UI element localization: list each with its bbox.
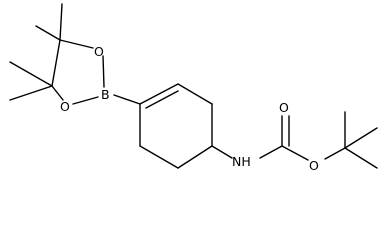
atom-o-ring-bottom: O	[60, 99, 70, 114]
molecule-structure: O O B NH O O	[9, 3, 378, 173]
bond-o2-c2	[51, 85, 64, 101]
bond-c10-me7	[344, 147, 378, 169]
bond-c1-o1	[59, 39, 94, 49]
bond-c1-c2	[51, 39, 61, 87]
bond-b-c3	[113, 94, 141, 105]
bond-c9-o-ester	[281, 145, 309, 161]
atom-o-carbonyl: O	[279, 100, 289, 115]
bond-c1-me2	[35, 25, 61, 41]
bond-b-o2	[72, 96, 99, 105]
pinacol-ring	[9, 3, 105, 105]
bond-c10-me6	[344, 127, 378, 149]
structure-canvas: O O B NH O O	[9, 3, 378, 173]
atom-boron: B	[101, 87, 110, 102]
bond-c3-c4	[139, 83, 179, 105]
bond-c4-c5	[177, 83, 213, 105]
bond-c6-n	[211, 145, 233, 159]
cyclohexene-ring	[139, 83, 213, 169]
bond-c6-c7	[177, 145, 213, 169]
atom-o-ring-top: O	[94, 44, 104, 59]
bond-c7-c8	[139, 145, 179, 169]
bond-c2-me3	[9, 61, 53, 87]
atom-nh: NH	[232, 154, 251, 169]
bond-c2-me4	[9, 85, 53, 101]
bond-c1-me1	[59, 3, 63, 41]
bond-o1-b	[102, 55, 105, 88]
atom-o-ester: O	[309, 158, 319, 173]
bond-c3-c4-double	[145, 90, 179, 109]
tert-butyl-group	[344, 111, 378, 169]
bond-n-c9	[259, 145, 283, 159]
carbamate-group	[211, 115, 346, 161]
bond-o-ester-c10	[324, 147, 346, 160]
